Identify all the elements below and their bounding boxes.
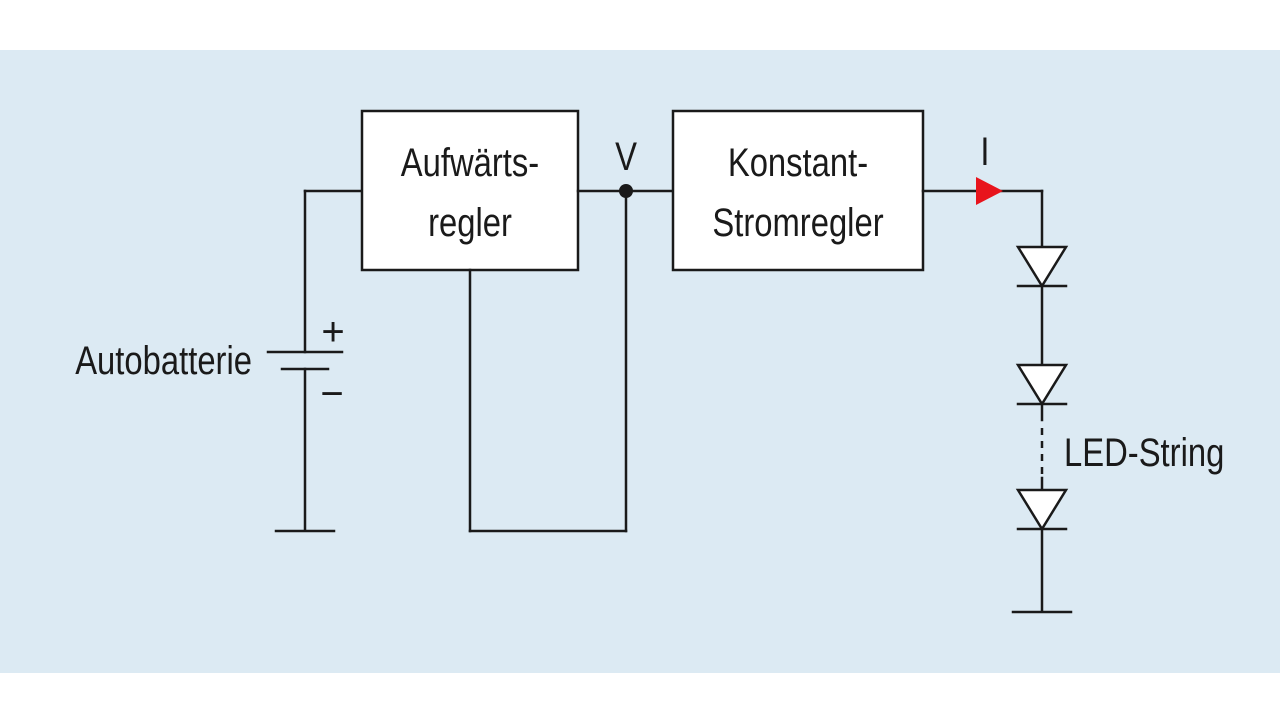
voltage-label: V [615, 134, 637, 179]
constant-current-label-line2: Stromregler [712, 200, 883, 245]
constant-current-box [671, 109, 925, 272]
boost-regulator-box [360, 109, 580, 272]
led-diode-1-icon [1015, 245, 1069, 289]
battery-label: Autobatterie [75, 338, 252, 383]
battery-plus-sign: + [321, 310, 344, 354]
current-arrow-icon [976, 177, 1003, 205]
boost-regulator-label-line1: Aufwärts- [401, 140, 539, 185]
constant-current-label-line1: Konstant- [728, 140, 868, 185]
node-v-dot [619, 184, 633, 198]
boost-regulator-label-line2: regler [428, 200, 512, 245]
battery-minus-sign: − [320, 372, 343, 416]
led-diode-2-icon [1015, 363, 1069, 407]
led-diode-3-icon [1015, 488, 1069, 532]
led-string-label: LED-String [1064, 430, 1224, 475]
current-label: I [980, 129, 989, 174]
diagram-panel [0, 50, 1280, 673]
